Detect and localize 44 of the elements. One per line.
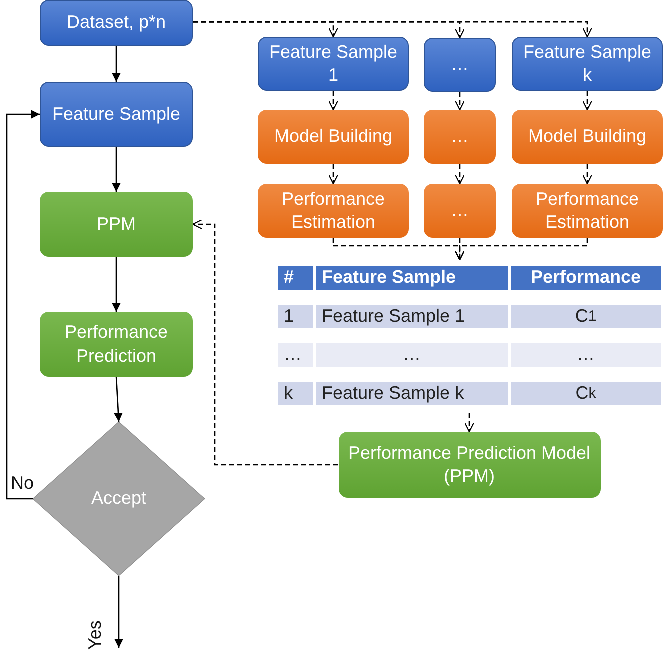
table-cell: … [316, 343, 508, 367]
process-box: Feature Sample 1 [258, 37, 409, 91]
arrow [582, 91, 593, 111]
arrow [582, 164, 593, 185]
arrow [464, 413, 475, 433]
process-box: … [424, 110, 496, 164]
arrow [112, 46, 121, 82]
process-box: Performance Estimation [258, 184, 409, 238]
arrow [6, 110, 40, 500]
arrow [328, 91, 339, 111]
arrow [454, 238, 588, 261]
edge-label: Yes [86, 620, 104, 650]
table-cell: Feature Sample 1 [316, 304, 508, 328]
process-box: … [424, 38, 496, 92]
arrow [114, 376, 123, 422]
edge-label: No [11, 474, 34, 492]
process-box: Model Building [512, 110, 663, 164]
arrow [328, 164, 339, 185]
arrow [192, 219, 338, 466]
decision-label: Accept [91, 487, 147, 510]
process-box: Model Building [258, 110, 409, 164]
arrow [454, 164, 466, 185]
header-cell: # [278, 266, 313, 290]
process-box: PPM [40, 192, 193, 257]
table-cell: 1 [278, 304, 313, 328]
arrow [193, 21, 593, 38]
process-box: … [424, 184, 496, 238]
arrow [454, 92, 466, 111]
process-box: Feature Sample k [512, 37, 663, 91]
arrow [114, 576, 124, 648]
process-box: Performance Estimation [512, 184, 663, 238]
process-box: Performance Prediction [40, 312, 193, 377]
header-cell: Feature Sample [316, 266, 508, 290]
arrow [112, 147, 121, 192]
arrow [112, 257, 121, 312]
table-cell: … [511, 343, 661, 367]
process-box: Dataset, p*n [40, 0, 193, 46]
process-box: Feature Sample [40, 82, 193, 147]
table-cell: … [278, 343, 313, 367]
header-cell: Performance [511, 266, 661, 290]
table-cell: k [278, 382, 313, 406]
process-box: Performance Prediction Model (PPM) [338, 432, 600, 498]
decision-diamond [33, 422, 205, 576]
table-cell: Feature Sample k [316, 382, 508, 406]
